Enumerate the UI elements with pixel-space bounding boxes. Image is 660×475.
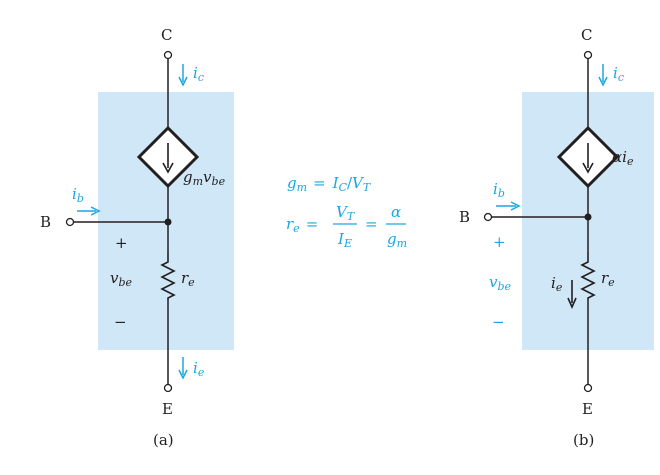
equations: gm=IC/VT re= VT IE = α gm bbox=[286, 174, 407, 250]
equation-re-frac1-num: VT bbox=[336, 203, 356, 223]
circuit-b-collector-terminal bbox=[583, 50, 593, 60]
circuit-b-ic-label: ic bbox=[613, 64, 624, 84]
circuit-a-resistor bbox=[160, 252, 176, 300]
equation-re-frac2-num: α bbox=[391, 203, 401, 221]
circuit-a-ib-label: ib bbox=[72, 185, 84, 205]
circuit-a-source-arrow-head bbox=[162, 162, 174, 174]
circuit-b-source-label: αie bbox=[612, 148, 634, 168]
circuit-b-ib-arrow bbox=[496, 201, 521, 211]
equation-re-frac1-den: IE bbox=[337, 230, 352, 250]
equation-gm: gm=IC/VT bbox=[287, 174, 372, 194]
circuit-b-ie-inner-label: ie bbox=[551, 274, 563, 294]
equation-re-eq2: = bbox=[365, 215, 378, 233]
circuit-b-resistor bbox=[580, 252, 596, 300]
circuit-b-emitter-label: E bbox=[582, 400, 593, 418]
circuit-b-base-label: B bbox=[459, 208, 470, 226]
circuit-b-emitter-terminal bbox=[583, 383, 593, 393]
circuit-b-source-arrow-head bbox=[582, 162, 594, 174]
circuit-a-ie-label: ie bbox=[193, 359, 205, 379]
circuit-a-ie-arrow bbox=[178, 357, 188, 380]
circuit-a-collector-terminal bbox=[163, 50, 173, 60]
circuit-b-collector-label: C bbox=[581, 26, 592, 44]
circuit-b-vbe-plus: + bbox=[493, 233, 506, 251]
equation-re-lhs: re= bbox=[286, 215, 318, 235]
circuit-b-ic-arrow bbox=[598, 64, 608, 87]
circuit-a-base-terminal bbox=[65, 217, 75, 227]
circuit-a-ic-label: ic bbox=[193, 64, 204, 84]
circuit-b-junction-dot bbox=[584, 213, 592, 221]
circuit-b-vbe-minus: − bbox=[492, 313, 505, 331]
circuit-b: C B E ic ib αie ie re + vbe − (b) bbox=[459, 26, 654, 449]
circuit-b-ib-label: ib bbox=[493, 180, 505, 200]
circuit-b-caption: (b) bbox=[573, 431, 594, 449]
circuit-b-ie-inner-arrow bbox=[567, 280, 577, 309]
circuit-b-base-terminal bbox=[483, 212, 493, 222]
circuit-a-resistor-label: re bbox=[181, 269, 195, 289]
circuit-a: C B E ic ib ie gmvbe re + vbe − (a) bbox=[40, 26, 234, 449]
circuit-a-collector-label: C bbox=[161, 26, 172, 44]
circuit-b-vbe-label: vbe bbox=[489, 273, 512, 293]
circuit-a-emitter-label: E bbox=[162, 400, 173, 418]
circuit-a-source-label: gmvbe bbox=[183, 168, 226, 188]
circuit-a-vbe-minus: − bbox=[114, 313, 127, 331]
circuit-a-junction-dot bbox=[164, 218, 172, 226]
circuit-a-vbe-plus: + bbox=[115, 234, 128, 252]
circuit-a-ic-arrow bbox=[178, 64, 188, 87]
circuit-a-ib-arrow bbox=[77, 206, 101, 216]
equation-re-frac2-den: gm bbox=[387, 230, 407, 250]
circuit-b-resistor-label: re bbox=[601, 269, 615, 289]
circuit-a-caption: (a) bbox=[153, 431, 174, 449]
circuit-a-base-label: B bbox=[40, 213, 51, 231]
circuit-a-emitter-terminal bbox=[163, 383, 173, 393]
circuit-a-vbe-label: vbe bbox=[110, 269, 133, 289]
